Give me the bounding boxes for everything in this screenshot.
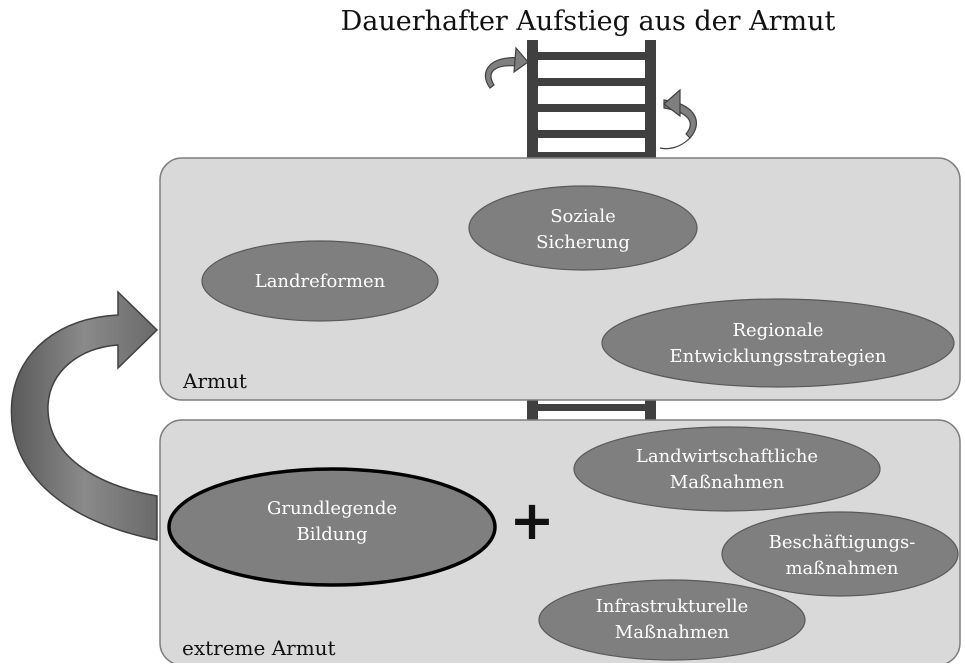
oval-soziale-sicherung-line1: Soziale	[550, 206, 616, 227]
panel-extreme-armut: extreme Armut Grundlegende Bildung + Lan…	[159, 419, 961, 666]
oval-soziale-sicherung-line2: Sicherung	[536, 232, 630, 253]
oval-landwirtschaftliche-massnahmen: Landwirtschaftliche Maßnahmen	[573, 426, 881, 512]
oval-regionale-entwicklungsstrategien: Regionale Entwicklungsstrategien	[601, 298, 955, 388]
oval-landreformen-label: Landreformen	[255, 271, 386, 292]
oval-beschaeftigung-line2: maßnahmen	[785, 558, 898, 579]
diagram-title: Dauerhafter Aufstieg aus der Armut	[341, 6, 836, 37]
oval-regionale-line2: Entwicklungsstrategien	[669, 346, 886, 367]
panel-armut: Armut Landreformen Soziale Sicherung Reg…	[159, 157, 961, 401]
plus-sign: +	[509, 489, 554, 552]
oval-beschaeftigungsmassnahmen: Beschäftigungs- maßnahmen	[721, 511, 959, 597]
oval-bildung-line2: Bildung	[297, 524, 368, 545]
oval-landreformen: Landreformen	[201, 240, 439, 322]
oval-bildung-line1: Grundlegende	[267, 498, 397, 519]
oval-infrastruktur-line1: Infrastrukturelle	[596, 596, 749, 617]
oval-regionale-line1: Regionale	[732, 320, 823, 341]
oval-soziale-sicherung: Soziale Sicherung	[468, 185, 698, 271]
oval-infrastruktur-line2: Maßnahmen	[615, 622, 730, 643]
oval-landwirtschaft-line1: Landwirtschaftliche	[636, 446, 818, 467]
curved-arrow-right-icon	[659, 88, 697, 150]
big-curved-arrow-icon	[10, 290, 159, 541]
oval-landwirtschaft-line2: Maßnahmen	[670, 472, 785, 493]
ladder-top	[527, 40, 656, 160]
oval-infrastrukturelle-massnahmen: Infrastrukturelle Maßnahmen	[538, 579, 806, 661]
oval-grundlegende-bildung: Grundlegende Bildung	[167, 467, 497, 587]
oval-beschaeftigung-line1: Beschäftigungs-	[769, 532, 916, 553]
ladder-middle	[527, 395, 656, 425]
curved-arrow-left-icon	[484, 46, 529, 89]
panel-armut-label: Armut	[182, 369, 247, 393]
panel-extreme-armut-label: extreme Armut	[182, 636, 336, 660]
